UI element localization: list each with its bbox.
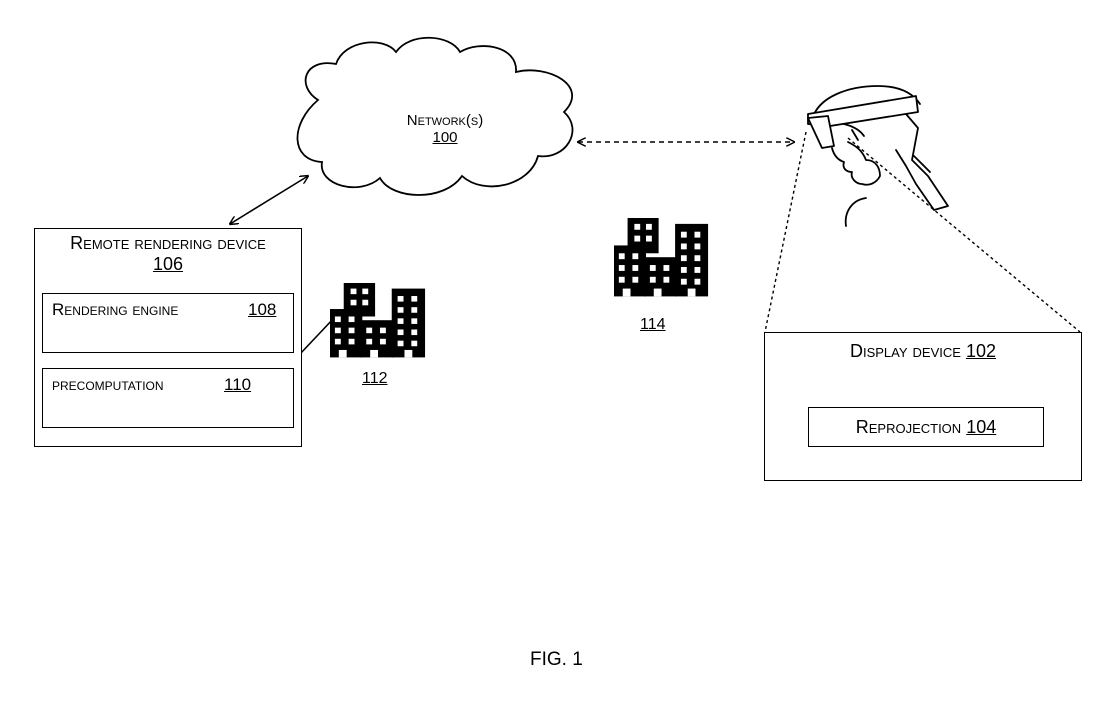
buildings-icon-112 xyxy=(330,283,426,358)
rendering-engine-ref: 108 xyxy=(248,300,277,319)
reprojection-label: Reprojection xyxy=(855,417,962,437)
network-label: Network(s) 100 xyxy=(392,112,498,146)
rendering-engine-box: Rendering engine 108 xyxy=(42,293,294,353)
reprojection-ref: 104 xyxy=(966,417,997,437)
buildings-ref-112: 112 xyxy=(362,370,388,387)
network-remote-link xyxy=(230,176,308,224)
rendering-engine-label: Rendering engine xyxy=(52,300,179,319)
fov-line-right xyxy=(847,137,1081,333)
display-device-box: Display device 102 Reprojection 104 xyxy=(764,332,1082,481)
remote-device-title: Remote rendering device 106 xyxy=(35,233,301,275)
remote-device-ref: 106 xyxy=(152,254,184,274)
remote-rendering-device-box: Remote rendering device 106 Rendering en… xyxy=(34,228,302,447)
buildings-icon-114 xyxy=(614,218,709,297)
precomputation-ref: 110 xyxy=(224,375,252,394)
display-device-title: Display device 102 xyxy=(765,341,1081,362)
reprojection-text: Reprojection 104 xyxy=(809,417,1043,438)
network-name: Network(s) xyxy=(406,112,484,129)
figure-caption: FIG. 1 xyxy=(530,649,583,670)
fov-line-left xyxy=(764,131,807,333)
cloud-shape xyxy=(296,36,574,196)
precomputation-box: precomputation 110 xyxy=(42,368,294,428)
network-ref: 100 xyxy=(432,129,458,146)
remote-building-connector xyxy=(299,317,335,355)
buildings-ref-114: 114 xyxy=(640,316,666,333)
display-device-label: Display device xyxy=(849,341,961,361)
display-device-ref: 102 xyxy=(965,341,997,361)
precomputation-label: precomputation xyxy=(52,375,164,394)
reprojection-box: Reprojection 104 xyxy=(808,407,1044,447)
remote-device-label: Remote rendering device xyxy=(70,233,266,253)
headset-user-icon xyxy=(807,85,949,227)
